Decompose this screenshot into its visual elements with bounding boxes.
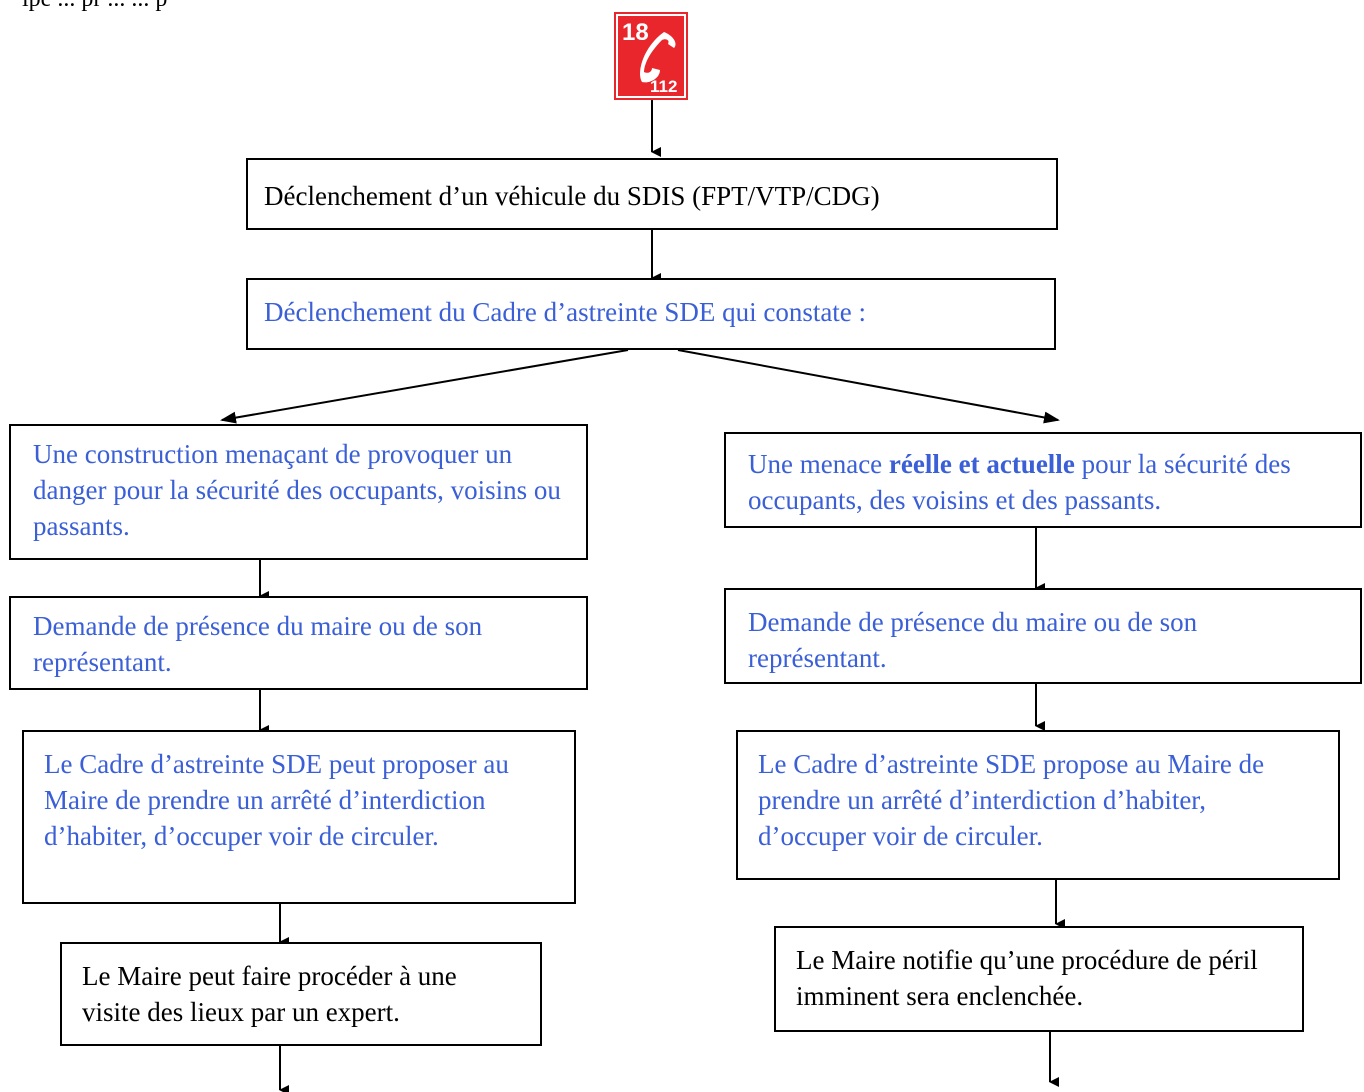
node-sdis-text: Déclenchement d’un véhicule du SDIS (FPT… <box>264 181 880 211</box>
node-cadre-text: Déclenchement du Cadre d’astreinte SDE q… <box>264 297 867 327</box>
node-right-menace-prefix: Une menace <box>748 449 889 479</box>
logo-number-112: 112 <box>650 77 677 96</box>
node-right-menace-bold: réelle et actuelle <box>888 449 1075 479</box>
node-left-presence-text: Demande de présence du maire ou de son r… <box>33 611 483 677</box>
node-left-proposer: Le Cadre d’astreinte SDE peut proposer a… <box>22 730 576 904</box>
logo-number-18: 18 <box>622 19 649 46</box>
node-right-menace-suffix: pour la sécurité des occupants, des vois… <box>748 449 1291 515</box>
node-right-propose-text: Le Cadre d’astreinte SDE propose au Mair… <box>758 749 1265 851</box>
node-right-peril: Le Maire notifie qu’une procédure de pér… <box>774 926 1304 1032</box>
node-left-presence: Demande de présence du maire ou de son r… <box>9 596 588 690</box>
node-right-presence: Demande de présence du maire ou de son r… <box>724 588 1362 684</box>
node-right-propose: Le Cadre d’astreinte SDE propose au Mair… <box>736 730 1340 880</box>
node-left-construction-text: Une construction menaçant de provoquer u… <box>33 439 561 541</box>
phone-handset-icon <box>640 32 676 83</box>
node-sdis: Déclenchement d’un véhicule du SDIS (FPT… <box>246 158 1058 230</box>
arrow-cadre-to-right <box>677 349 1060 424</box>
arrow-cadre-to-left <box>220 349 629 424</box>
node-right-menace: Une menace réelle et actuelle pour la sé… <box>724 432 1362 528</box>
node-left-construction: Une construction menaçant de provoquer u… <box>9 424 588 560</box>
node-left-expert-text: Le Maire peut faire procéder à une visit… <box>82 961 457 1027</box>
node-left-proposer-text: Le Cadre d’astreinte SDE peut proposer a… <box>44 749 509 851</box>
header-fragment: ipe ... pr ... ... p <box>22 0 167 13</box>
emergency-logo-graphic: 18 112 <box>614 12 688 100</box>
emergency-18-112-logo: 18 112 <box>614 12 688 100</box>
node-cadre: Déclenchement du Cadre d’astreinte SDE q… <box>246 278 1056 350</box>
node-left-expert: Le Maire peut faire procéder à une visit… <box>60 942 542 1046</box>
node-right-peril-text: Le Maire notifie qu’une procédure de pér… <box>796 945 1258 1011</box>
node-right-presence-text: Demande de présence du maire ou de son r… <box>748 607 1198 673</box>
